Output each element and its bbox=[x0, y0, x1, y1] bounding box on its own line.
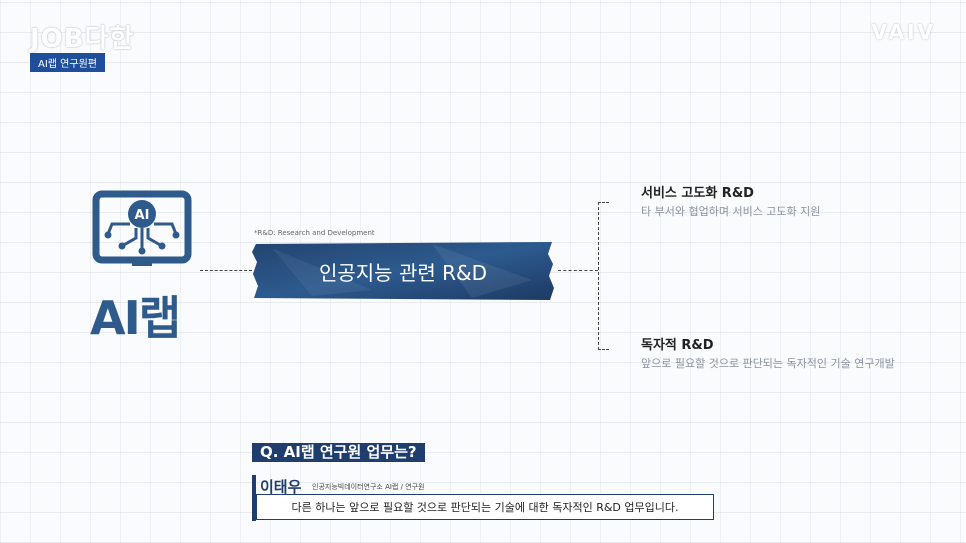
ai-lab-label: AI랩 bbox=[90, 291, 181, 345]
rd-banner-shape bbox=[252, 242, 554, 300]
speaker-affiliation: 인공지능빅데이터연구소 AI랩 / 연구원 bbox=[312, 483, 425, 491]
ai-icon-text: AI bbox=[135, 208, 150, 223]
speaker-name: 이태우 bbox=[260, 478, 302, 496]
name-accent-bar bbox=[252, 475, 256, 521]
item-title-service: 서비스 고도화 R&D bbox=[641, 186, 754, 201]
brand-logo: VAIV bbox=[871, 20, 936, 44]
question-banner: Q. AI랩 연구원 업무는? bbox=[252, 443, 425, 462]
item-title-independent: 독자적 R&D bbox=[641, 338, 714, 353]
rd-footnote: *R&D: Research and Development bbox=[254, 229, 375, 237]
ai-monitor-icon: AI bbox=[92, 190, 192, 266]
episode-badge: AI랩 연구원편 bbox=[30, 53, 105, 72]
connector-bracket bbox=[598, 202, 609, 350]
item-desc-independent: 앞으로 필요할 것으로 판단되는 독자적인 기술 연구개발 bbox=[641, 357, 895, 370]
connector-line-left bbox=[200, 270, 252, 271]
connector-line-right bbox=[558, 270, 598, 271]
subtitle-caption: 다른 하나는 앞으로 필요할 것으로 판단되는 기술에 대한 독자적인 R&D … bbox=[256, 494, 714, 520]
item-desc-service: 타 부서와 협업하며 서비스 고도화 지원 bbox=[641, 205, 821, 218]
rd-banner-text: 인공지능 관련 R&D bbox=[318, 260, 487, 285]
program-logo: JOB다한 bbox=[30, 24, 135, 54]
